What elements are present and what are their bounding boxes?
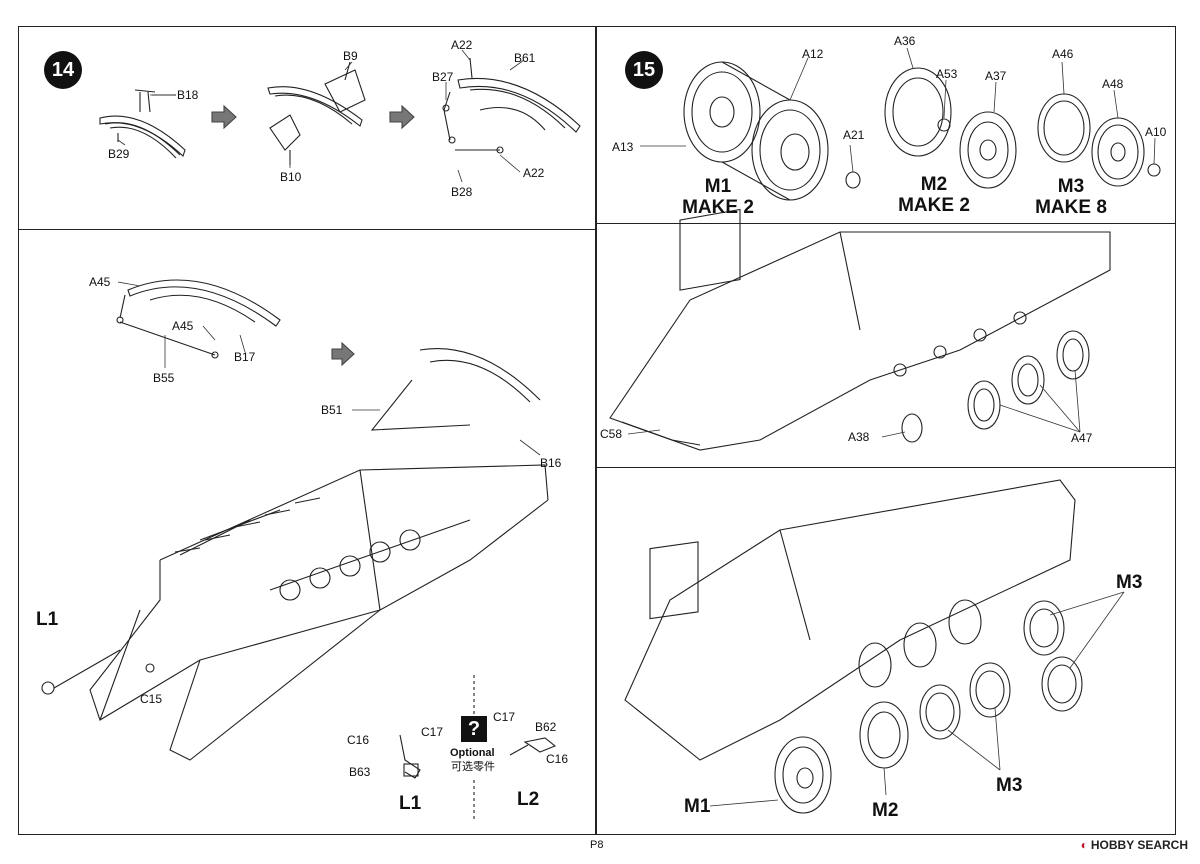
hull-assembly-panel bbox=[18, 229, 596, 835]
make-m1-qty: MAKE 2 bbox=[682, 197, 754, 218]
page-number: P8 bbox=[590, 839, 604, 851]
step-14-badge: 14 bbox=[44, 51, 82, 89]
make-m2-qty: MAKE 2 bbox=[898, 195, 970, 216]
label-m3-bottom: M3 bbox=[996, 775, 1023, 796]
arrow-right-3 bbox=[331, 341, 355, 367]
step-15-badge: 15 bbox=[625, 51, 663, 89]
sprocket-m2-drawing bbox=[884, 67, 1017, 189]
label-opt-l2: L2 bbox=[517, 789, 540, 810]
arrow-right-1 bbox=[211, 104, 237, 130]
label-a45-mid: A45 bbox=[172, 319, 194, 333]
make-m1-id: M1 bbox=[704, 176, 732, 197]
label-b61: B61 bbox=[514, 51, 536, 65]
step-14-number: 14 bbox=[51, 58, 75, 81]
leader-lines bbox=[117, 47, 1156, 807]
spring-assembly-drawing bbox=[116, 279, 281, 359]
label-a22-bottom: A22 bbox=[523, 166, 545, 180]
label-a37: A37 bbox=[985, 69, 1007, 83]
make-m3-id: M3 bbox=[1057, 176, 1085, 197]
label-m2: M2 bbox=[872, 800, 899, 821]
final-view-panel bbox=[596, 467, 1176, 835]
label-a46: A46 bbox=[1052, 47, 1074, 61]
label-b9: B9 bbox=[343, 49, 358, 63]
make-m3: M3 MAKE 8 bbox=[1025, 176, 1117, 218]
label-a12: A12 bbox=[802, 47, 824, 61]
label-b17: B17 bbox=[234, 350, 256, 364]
label-l1-main: L1 bbox=[36, 609, 59, 630]
label-a53: A53 bbox=[936, 67, 958, 81]
label-a47: A47 bbox=[1071, 431, 1093, 445]
brand-name: HOBBY SEARCH bbox=[1090, 838, 1188, 852]
optional-subtitle: 可选零件 bbox=[451, 761, 495, 773]
label-a38: A38 bbox=[848, 430, 870, 444]
label-c15: C15 bbox=[140, 692, 163, 706]
label-m1: M1 bbox=[684, 796, 711, 817]
label-opt2-c16: C16 bbox=[546, 752, 569, 766]
label-opt-c16: C16 bbox=[347, 733, 370, 747]
hull-body-drawing bbox=[41, 348, 549, 761]
make-m3-qty: MAKE 8 bbox=[1035, 197, 1107, 218]
road-wheel-m3-drawing bbox=[1037, 93, 1161, 187]
label-c58: C58 bbox=[600, 427, 623, 441]
label-b27: B27 bbox=[432, 70, 454, 84]
step-15-number: 15 bbox=[632, 58, 656, 81]
label-a10: A10 bbox=[1145, 125, 1167, 139]
assembled-vehicle-drawing bbox=[624, 479, 1083, 814]
label-a36: A36 bbox=[894, 34, 916, 48]
label-opt-l1: L1 bbox=[399, 793, 422, 814]
chassis-side-drawing bbox=[609, 208, 1111, 451]
label-a22-top: A22 bbox=[451, 38, 473, 52]
label-opt2-c17: C17 bbox=[493, 710, 516, 724]
make-m2: M2 MAKE 2 bbox=[888, 174, 980, 216]
label-b51: B51 bbox=[321, 403, 343, 417]
label-b28: B28 bbox=[451, 185, 473, 199]
arrow-right-2 bbox=[389, 104, 415, 130]
label-b18: B18 bbox=[177, 88, 199, 102]
make-m1: M1 MAKE 2 bbox=[672, 176, 764, 218]
make-m2-id: M2 bbox=[920, 174, 948, 195]
brand-logo-icon: ◐ bbox=[1080, 838, 1088, 852]
leaf-spring-drawing-3 bbox=[442, 57, 581, 154]
brand-watermark: ◐ HOBBY SEARCH bbox=[1081, 838, 1188, 852]
leaf-spring-drawing-2 bbox=[267, 61, 366, 165]
optional-title: Optional bbox=[450, 747, 495, 759]
label-b29: B29 bbox=[108, 147, 130, 161]
label-a13: A13 bbox=[612, 140, 634, 154]
label-opt-c17: C17 bbox=[421, 725, 444, 739]
optional-icon: ? bbox=[461, 716, 487, 742]
label-opt-b63: B63 bbox=[349, 765, 371, 779]
label-b55: B55 bbox=[153, 371, 175, 385]
optional-parts-drawing bbox=[399, 675, 557, 820]
label-a45-top: A45 bbox=[89, 275, 111, 289]
step14-panel bbox=[18, 26, 596, 230]
label-m3-top: M3 bbox=[1116, 572, 1143, 593]
label-a21: A21 bbox=[843, 128, 865, 142]
label-a48: A48 bbox=[1102, 77, 1124, 91]
label-opt2-b62: B62 bbox=[535, 720, 557, 734]
label-b10: B10 bbox=[280, 170, 302, 184]
label-b16: B16 bbox=[540, 456, 562, 470]
leaf-spring-drawing-1 bbox=[99, 89, 186, 159]
